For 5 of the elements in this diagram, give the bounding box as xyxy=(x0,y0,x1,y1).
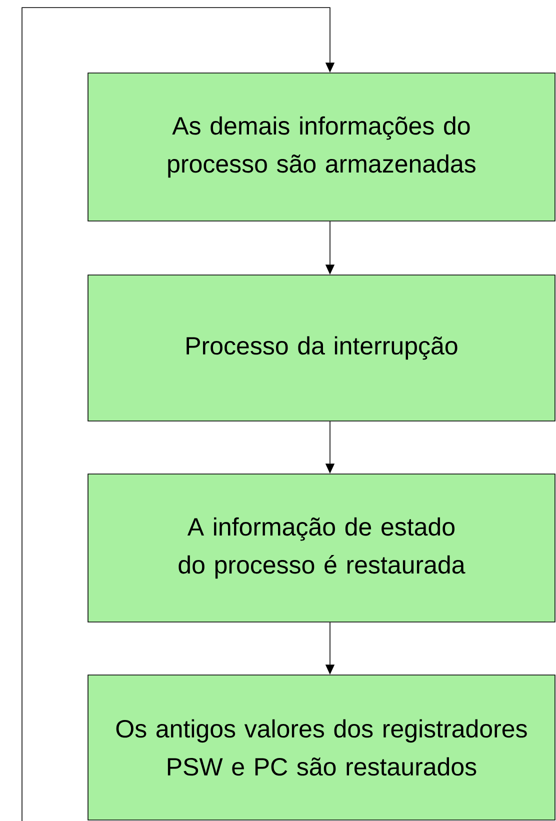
process-box: As demais informações do processo são armazenadas xyxy=(88,72,556,222)
process-box: Processo da interrupção xyxy=(88,274,556,422)
process-box: A informação de estado do processo é restaurada xyxy=(88,474,556,622)
process-box: Os antigos valores dos registradores PSW e PC são restaurados xyxy=(88,674,556,820)
arrow xyxy=(22,7,335,821)
